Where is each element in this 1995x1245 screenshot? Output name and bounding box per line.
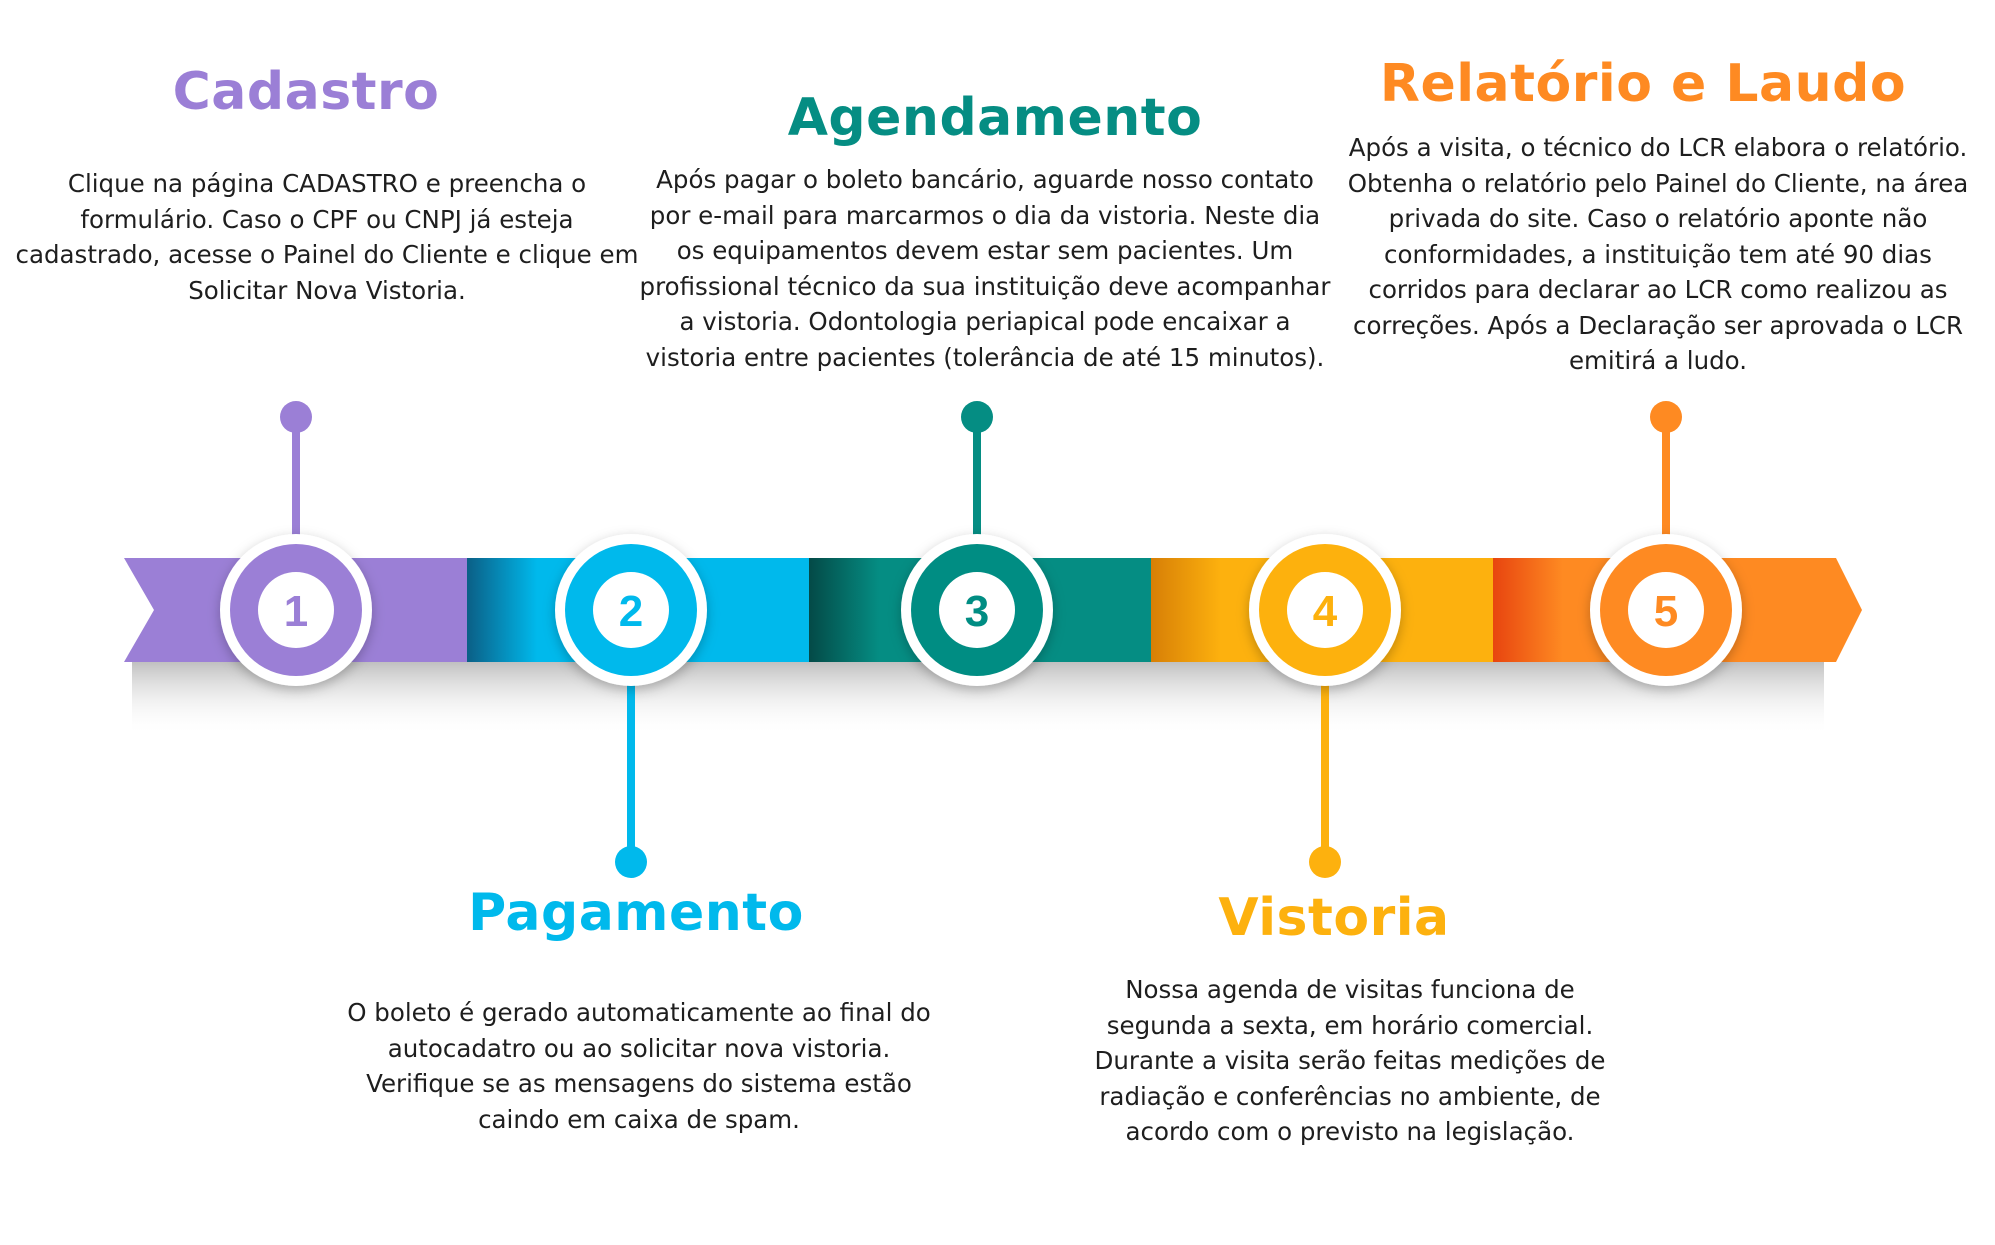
description-line: Após pagar o boleto bancário, aguarde no…: [656, 165, 1314, 194]
description-line: formulário. Caso o CPF ou CNPJ já esteja: [80, 204, 574, 234]
description-line: Verifique se as mensagens do sistema est…: [366, 1069, 912, 1098]
step-number-4: 4: [1313, 587, 1338, 636]
step-title-agendamento: Agendamento: [787, 88, 1203, 148]
band-segment-2-fold: [467, 558, 537, 662]
step-number-3: 3: [965, 587, 989, 636]
step-title-relatorio-e-laudo: Relatório e Laudo: [1379, 54, 1907, 114]
description-line: Nossa agenda de visitas funciona de: [1125, 975, 1575, 1004]
description-line: segunda a sexta, em horário comercial.: [1106, 1010, 1594, 1040]
description-line: privada do site. Caso o relatório aponte…: [1388, 204, 1928, 233]
description-line: os equipamentos devem estar sem paciente…: [676, 236, 1294, 265]
description-line: correções. Após a Declaração ser aprovad…: [1352, 310, 1964, 340]
description-line: Solicitar Nova Vistoria.: [188, 275, 466, 305]
band-segment-5-fold: [1493, 558, 1563, 662]
step-circle-1: 1: [220, 534, 372, 686]
description-line: Durante a visita serão feitas medições d…: [1094, 1046, 1606, 1075]
band-segment-3-fold: [809, 558, 879, 662]
step-number-2: 2: [619, 587, 643, 636]
band-segment-4-fold: [1151, 558, 1221, 662]
step-circle-5: 5: [1590, 534, 1742, 686]
description-line: acordo com o previsto na legislação.: [1125, 1117, 1575, 1146]
step-number-1: 1: [284, 587, 308, 636]
description-line: cadastrado, acesse o Painel do Cliente e…: [15, 240, 639, 269]
description-line: por e-mail para marcarmos o dia da visto…: [649, 200, 1321, 230]
description-line: corridos para declarar ao LCR como reali…: [1368, 275, 1948, 304]
connector-5: [1650, 401, 1682, 545]
description-line: Obtenha o relatório pelo Painel do Clien…: [1347, 168, 1969, 198]
step-title-vistoria: Vistoria: [1218, 888, 1450, 948]
connector-4: [1309, 675, 1341, 878]
connector-1: [280, 401, 312, 545]
step-circle-4: 4: [1249, 534, 1401, 686]
connector-3: [961, 401, 993, 545]
description-line: radiação e conferências no ambiente, de: [1099, 1081, 1601, 1111]
step-circle-2: 2: [555, 534, 707, 686]
step-description-relatorio-e-laudo: Após a visita, o técnico do LCR elabora …: [1348, 130, 1969, 379]
connector-2: [615, 675, 647, 878]
description-line: caindo em caixa de spam.: [478, 1104, 800, 1134]
description-line: profissional técnico da sua instituição …: [639, 271, 1331, 301]
step-description-pagamento: O boleto é gerado automaticamente ao fin…: [347, 995, 931, 1137]
step-circle-3: 3: [901, 534, 1053, 686]
description-line: conformidades, a instituição tem até 90 …: [1384, 239, 1932, 269]
step-description-vistoria: Nossa agenda de visitas funciona de segu…: [1095, 972, 1606, 1150]
description-line: Após a visita, o técnico do LCR elabora …: [1348, 133, 1968, 162]
description-line: Clique na página CADASTRO e preencha o: [67, 169, 587, 198]
description-line: O boleto é gerado automaticamente ao fin…: [347, 998, 931, 1027]
description-line: a vistoria. Odontologia periapical pode …: [679, 307, 1291, 336]
description-line: autocadatro ou ao solicitar nova vistori…: [387, 1033, 891, 1063]
step-description-cadastro: Clique na página CADASTRO e preencha o f…: [16, 166, 639, 308]
step-number-5: 5: [1654, 587, 1678, 636]
step-title-pagamento: Pagamento: [468, 883, 804, 943]
step-description-agendamento: Após pagar o boleto bancário, aguarde no…: [640, 162, 1331, 375]
step-title-cadastro: Cadastro: [172, 62, 440, 122]
description-line: vistoria entre pacientes (tolerância de …: [645, 342, 1325, 372]
description-line: emitirá a ludo.: [1568, 346, 1748, 375]
